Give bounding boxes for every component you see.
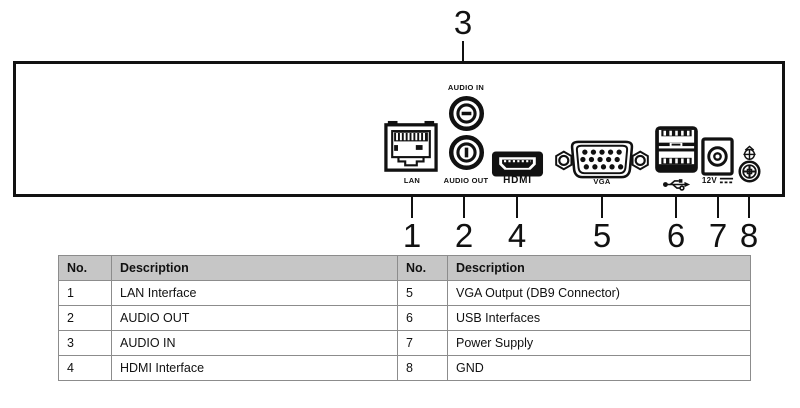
audio-in-jack-icon: [448, 95, 485, 132]
lan-port-label: LAN: [403, 176, 421, 185]
callout-line-6: [675, 195, 677, 218]
table-header-row: No. Description No. Description: [58, 255, 751, 281]
cell-description: HDMI Interface: [111, 355, 398, 381]
callout-number-6: 6: [666, 217, 686, 254]
power-label: 12V: [698, 176, 738, 185]
cell-no: 2: [58, 305, 112, 331]
cell-description: AUDIO IN: [111, 330, 398, 356]
table-row: 2 AUDIO OUT 6 USB Interfaces: [58, 305, 751, 331]
audio-in-label: AUDIO IN: [447, 83, 485, 92]
callout-number-3: 3: [453, 4, 473, 41]
cell-no: 6: [397, 305, 448, 331]
hdmi-port-label: HDMI: [503, 175, 532, 186]
callout-line-8: [748, 195, 750, 218]
cell-no: 8: [397, 355, 448, 381]
cell-no: 7: [397, 330, 448, 356]
gnd-marker-icon: [743, 145, 756, 161]
callout-number-5: 5: [592, 217, 612, 254]
callout-number-7: 7: [708, 217, 728, 254]
header-no-right: No.: [397, 255, 448, 281]
callout-line-4: [516, 195, 518, 218]
callout-number-8: 8: [739, 217, 759, 254]
cell-no: 5: [397, 280, 448, 306]
callout-line-1: [411, 195, 413, 218]
cell-no: 4: [58, 355, 112, 381]
header-description-left: Description: [111, 255, 398, 281]
usb-ports-icon: [655, 126, 698, 173]
header-description-right: Description: [447, 255, 751, 281]
audio-out-label: AUDIO OUT: [443, 176, 489, 185]
callout-line-3: [462, 41, 464, 77]
callout-line-5: [601, 195, 603, 218]
callout-number-1: 1: [402, 217, 422, 254]
cell-description: AUDIO OUT: [111, 305, 398, 331]
description-table: No. Description No. Description 1 LAN In…: [58, 255, 751, 381]
table-row: 4 HDMI Interface 8 GND: [58, 355, 751, 381]
cell-description: LAN Interface: [111, 280, 398, 306]
vga-port-label: VGA: [593, 177, 611, 186]
hdmi-port-icon: [491, 151, 544, 177]
power-label-text: 12V: [701, 176, 718, 185]
callout-line-2: [463, 195, 465, 218]
cell-description: Power Supply: [447, 330, 751, 356]
cell-description: VGA Output (DB9 Connector): [447, 280, 751, 306]
cell-description: USB Interfaces: [447, 305, 751, 331]
cell-no: 1: [58, 280, 112, 306]
table-row: 3 AUDIO IN 7 Power Supply: [58, 330, 751, 356]
cell-description: GND: [447, 355, 751, 381]
table-row: 1 LAN Interface 5 VGA Output (DB9 Connec…: [58, 280, 751, 306]
dc-symbol-icon: [720, 177, 734, 184]
header-no-left: No.: [58, 255, 112, 281]
callout-number-4: 4: [507, 217, 527, 254]
audio-out-jack-icon: [448, 134, 485, 171]
lan-port-icon: [384, 120, 438, 172]
power-jack-icon: [701, 137, 734, 176]
vga-port-icon: [555, 140, 649, 179]
cell-no: 3: [58, 330, 112, 356]
usb-symbol-icon: [663, 179, 691, 191]
callout-line-7: [717, 195, 719, 218]
callout-number-2: 2: [454, 217, 474, 254]
gnd-screw-icon: [738, 160, 761, 183]
